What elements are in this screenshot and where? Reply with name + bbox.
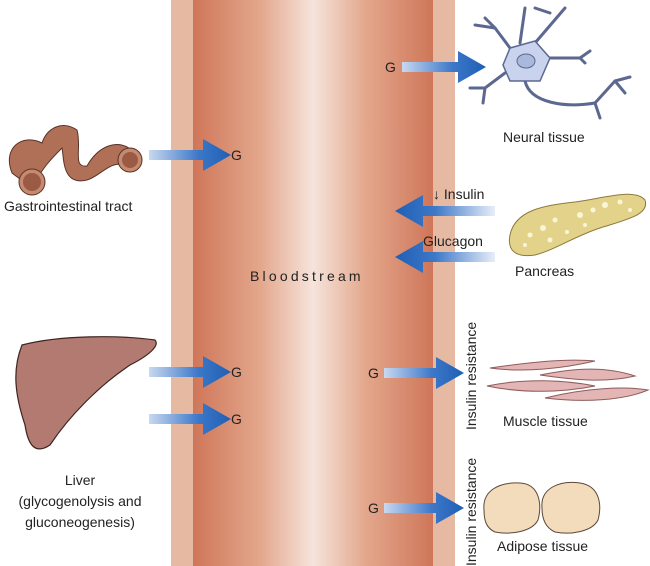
insulin-label: ↓ Insulin xyxy=(433,186,485,202)
bloodstream-label: Bloodstream xyxy=(250,268,364,284)
arrow-gi-to-blood xyxy=(149,139,231,171)
insulin-resistance-adipose-label: Insulin resistance xyxy=(463,457,479,566)
pancreas-icon xyxy=(508,193,647,257)
adipose-cells-icon xyxy=(483,481,601,534)
neuron-icon xyxy=(468,6,632,120)
liver-label-line-3: gluconeogenesis) xyxy=(25,514,135,530)
glucagon-label: Glucagon xyxy=(423,233,483,249)
gastrointestinal-tract-icon xyxy=(8,125,143,196)
glucose-gi: G xyxy=(231,147,242,163)
muscle-tissue-label: Muscle tissue xyxy=(503,413,588,429)
glucose-neural: G xyxy=(385,59,396,75)
insulin-resistance-muscle-label: Insulin resistance xyxy=(463,321,479,430)
liver-label-line-1: Liver xyxy=(64,472,96,488)
arrow-blood-to-muscle xyxy=(384,357,464,389)
arrow-liver-to-blood-1 xyxy=(149,356,231,388)
glucose-adipose: G xyxy=(368,500,379,516)
liver-label: Liver (glycogenolysis and gluconeogenesi… xyxy=(0,470,160,533)
arrow-blood-to-neural xyxy=(402,51,486,83)
liver-label-line-2: (glycogenolysis and xyxy=(18,493,142,509)
arrow-glucagon-to-blood xyxy=(395,241,495,273)
glucose-liver-2: G xyxy=(231,411,242,427)
arrow-liver-to-blood-2 xyxy=(149,403,231,435)
pancreas-label: Pancreas xyxy=(515,263,575,279)
neural-tissue-label: Neural tissue xyxy=(503,129,585,145)
gi-tract-label: Gastrointestinal tract xyxy=(4,198,133,214)
adipose-tissue-label: Adipose tissue xyxy=(497,538,589,554)
arrow-insulin-to-blood xyxy=(395,195,495,227)
bloodstream-vessel xyxy=(193,0,433,566)
glucose-muscle: G xyxy=(368,365,379,381)
liver-icon xyxy=(15,336,157,450)
glucose-liver-1: G xyxy=(231,364,242,380)
muscle-cells-icon xyxy=(486,359,650,401)
arrow-blood-to-adipose xyxy=(384,492,464,524)
